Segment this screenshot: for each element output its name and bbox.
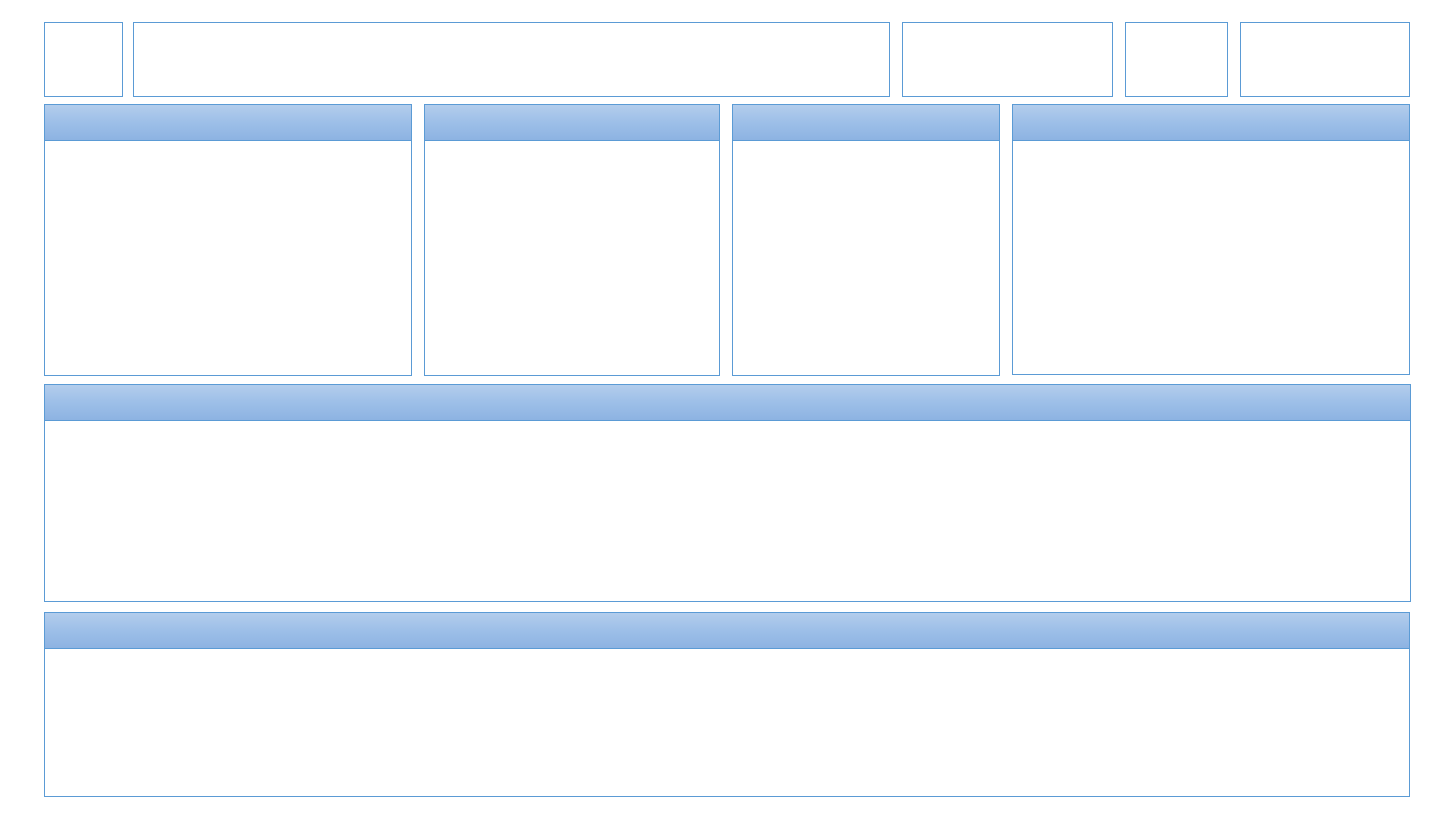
panel-6-header (45, 613, 1409, 649)
panel-4 (1012, 104, 1410, 375)
panel-6-body (45, 649, 1409, 796)
panel-1-body (45, 141, 411, 375)
panel-5-header (45, 385, 1410, 421)
top-box-1 (44, 22, 123, 97)
top-box-1-text (45, 23, 122, 35)
top-box-5 (1240, 22, 1410, 97)
panel-2 (424, 104, 720, 376)
panel-4-header (1013, 105, 1409, 141)
panel-2-header (425, 105, 719, 141)
top-box-4-text (1126, 23, 1227, 35)
panel-1-header (45, 105, 411, 141)
panel-2-body (425, 141, 719, 375)
top-box-2 (133, 22, 890, 97)
top-box-4 (1125, 22, 1228, 97)
top-box-5-text (1241, 23, 1409, 35)
top-box-3-text (903, 23, 1112, 35)
panel-3 (732, 104, 1000, 376)
panel-3-body (733, 141, 999, 375)
top-box-3 (902, 22, 1113, 97)
panel-1 (44, 104, 412, 376)
panel-5-body (45, 421, 1410, 601)
top-box-2-text (134, 23, 889, 35)
panel-6 (44, 612, 1410, 797)
panel-3-header (733, 105, 999, 141)
panel-5 (44, 384, 1411, 602)
panel-4-body (1013, 141, 1409, 374)
